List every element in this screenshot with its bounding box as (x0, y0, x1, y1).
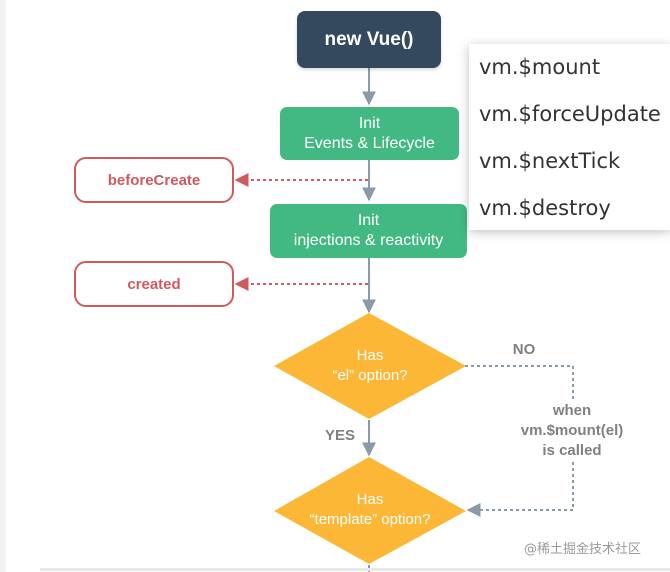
has-el-line1: Has (356, 347, 384, 364)
new-vue-node: new Vue() (297, 11, 441, 68)
before-create-label: beforeCreate (107, 171, 201, 189)
init-injections-node: Init injections & reactivity (270, 204, 467, 258)
init-events-line2: Events & Lifecycle (304, 134, 435, 152)
has-template-text: Has “template” option? (285, 484, 455, 536)
when-mount-line3: is called (542, 442, 602, 459)
created-hook: created (74, 261, 234, 307)
init-injections-line2: injections & reactivity (293, 232, 444, 249)
has-el-text: Has “el” option? (300, 340, 440, 392)
has-template-line2: “template” option? (309, 511, 431, 528)
bottom-rule (40, 568, 670, 571)
has-el-diamond (274, 313, 466, 419)
has-template-line1: Has (356, 491, 384, 508)
before-create-hook: beforeCreate (74, 157, 234, 203)
init-events-node: Init Events & Lifecycle (280, 107, 459, 160)
menu-item-destroy[interactable]: vm.$destroy (479, 196, 611, 220)
when-mount-line2: vm.$mount(el) (520, 422, 624, 439)
when-mount-line1: when (552, 402, 592, 419)
menu-item-mount[interactable]: vm.$mount (479, 55, 601, 79)
init-events-line1: Init (358, 114, 381, 132)
no-label: NO (512, 341, 536, 358)
menu-item-next-tick[interactable]: vm.$nextTick (479, 149, 621, 173)
init-injections-line1: Init (357, 212, 380, 229)
has-el-line2: “el” option? (332, 367, 408, 384)
new-vue-label: new Vue() (324, 28, 414, 50)
has-template-diamond (274, 457, 466, 564)
created-label: created (127, 275, 181, 293)
when-mount-label: when vm.$mount(el) is called (492, 401, 652, 461)
menu-item-force-update[interactable]: vm.$forceUpdate (479, 102, 661, 126)
api-method-menu: vm.$mount vm.$forceUpdate vm.$nextTick v… (469, 44, 670, 230)
frame-edge (0, 0, 6, 572)
watermark: @稀土掘金技术社区 (524, 542, 642, 557)
yes-label: YES (324, 427, 355, 444)
